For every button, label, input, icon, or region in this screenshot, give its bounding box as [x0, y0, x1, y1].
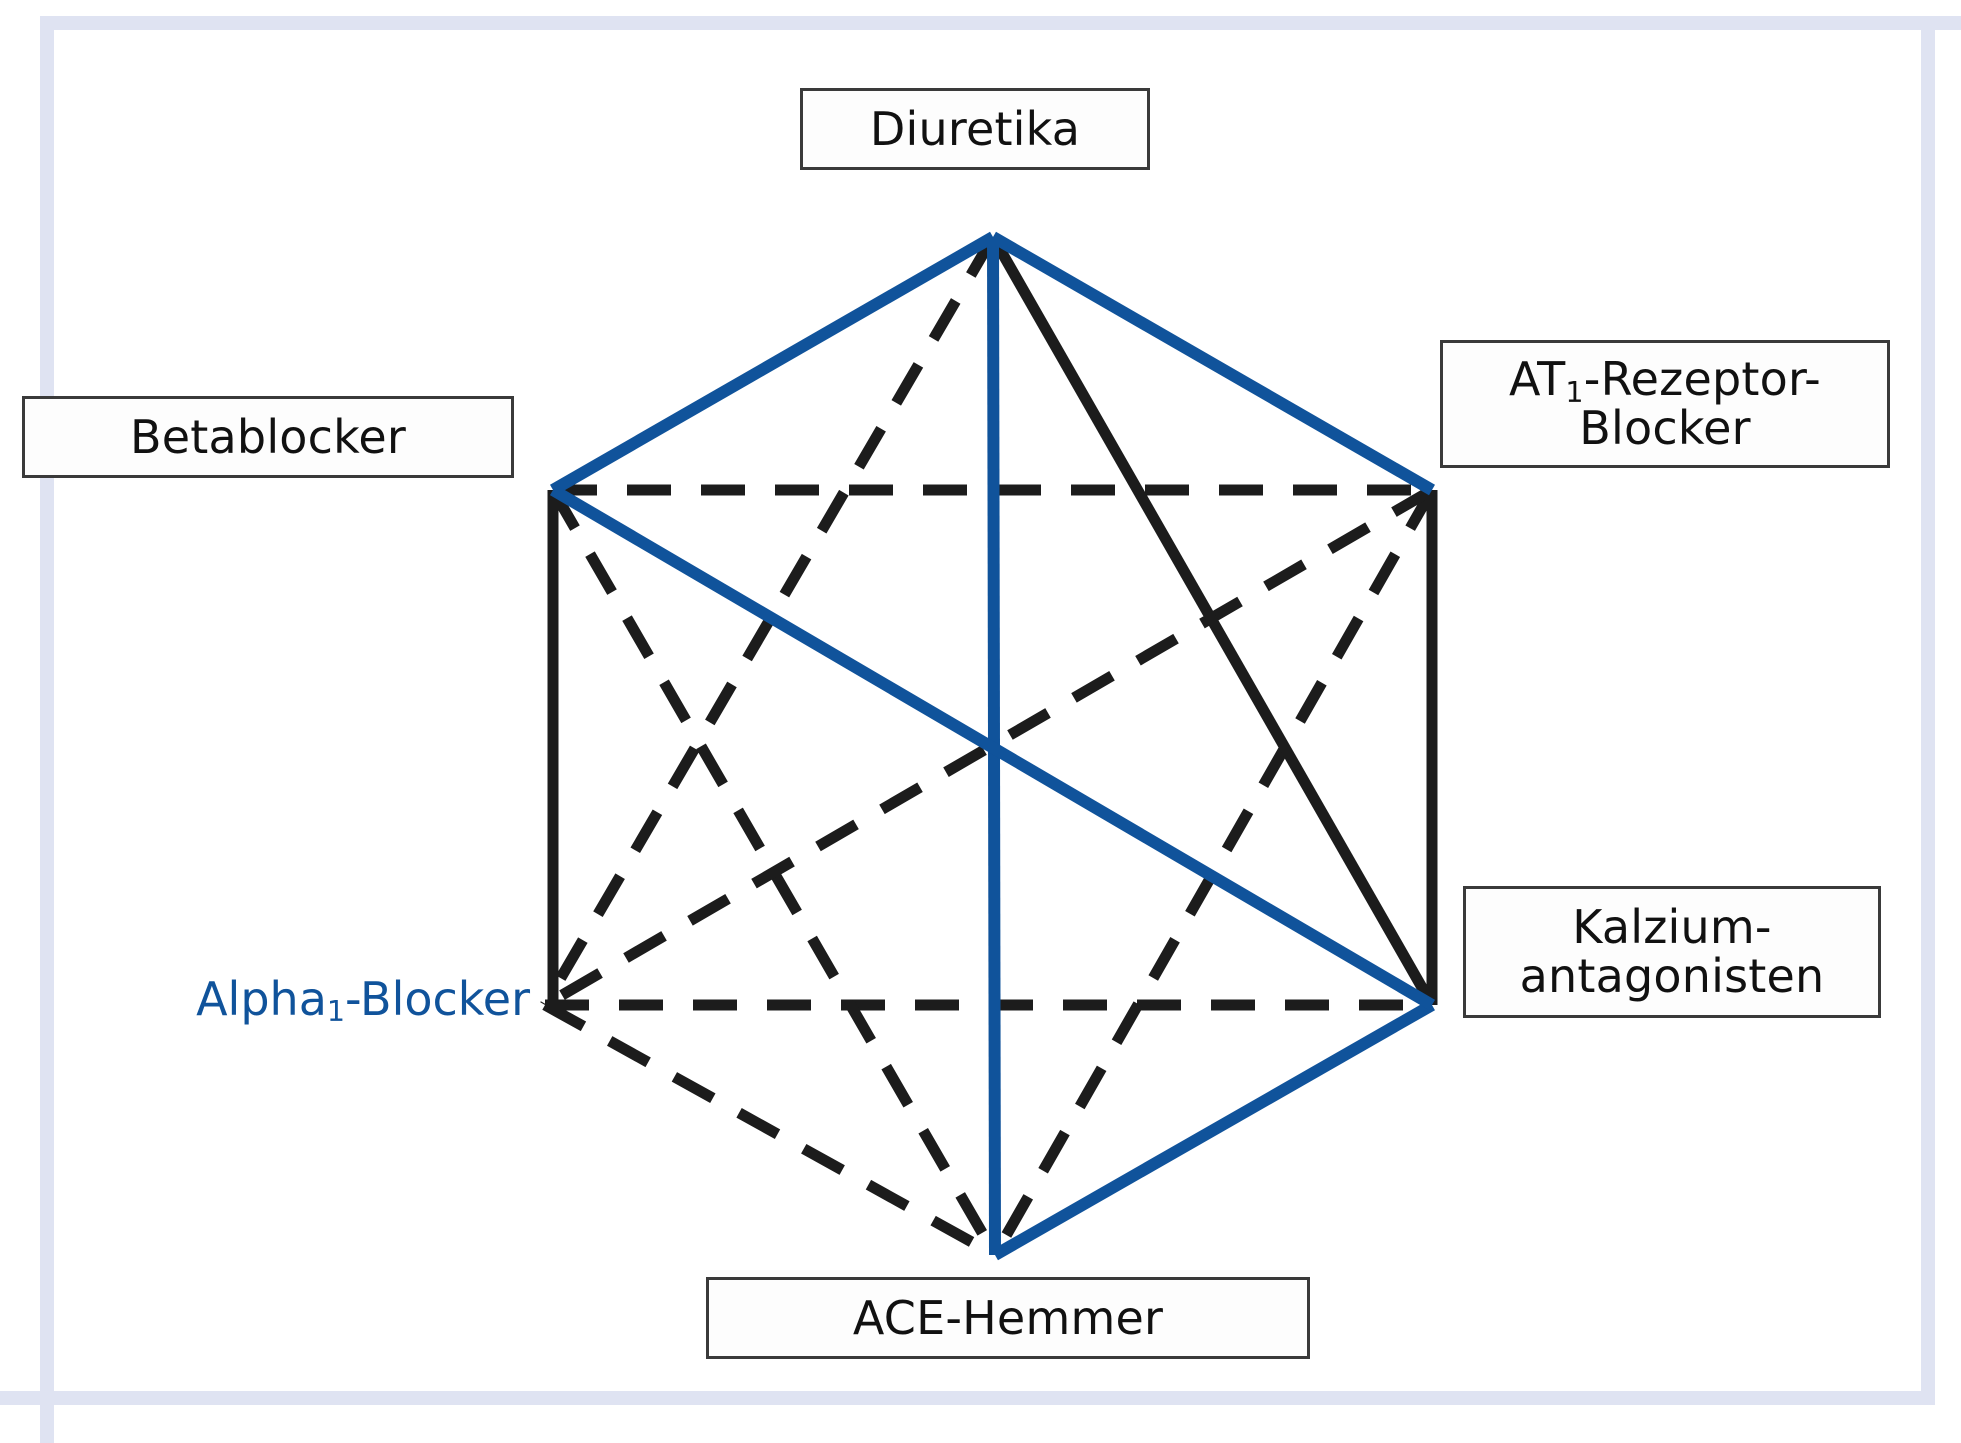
alpha1-prefix: Alpha	[196, 972, 327, 1026]
node-label-at1-text: AT1-Rezeptor-Blocker	[1509, 355, 1821, 453]
node-label-ace-text: ACE-Hemmer	[852, 1290, 1164, 1345]
alpha1-subscript: 1	[326, 995, 346, 1029]
kalzium-line2: antagonisten	[1519, 949, 1825, 1003]
node-label-kalzium-text: Kalzium-antagonisten	[1520, 903, 1825, 1001]
node-label-at1-rezeptor-blocker[interactable]: AT1-Rezeptor-Blocker	[1440, 340, 1890, 468]
edge-diuretika-at1	[990, 231, 1435, 496]
frame-border-right	[1921, 16, 1935, 1405]
at1-suffix: -Rezeptor-	[1583, 352, 1821, 407]
node-label-diuretika[interactable]: Diuretika	[800, 88, 1150, 170]
at1-prefix: AT	[1509, 352, 1566, 407]
frame-border-left	[40, 16, 54, 1443]
node-label-betablocker[interactable]: Betablocker	[22, 396, 514, 478]
kalzium-line1: Kalzium-	[1572, 900, 1772, 955]
edge-betablocker-diuretika	[550, 231, 996, 496]
edge-diuretika-kalzium	[988, 234, 1437, 1008]
node-label-ace-hemmer[interactable]: ACE-Hemmer	[706, 1277, 1310, 1359]
edge-at1-alpha1	[542, 485, 1435, 1010]
edge-kalzium-ace	[992, 999, 1435, 1261]
edge-betablocker-kalzium	[549, 484, 1436, 1011]
node-label-alpha1-blocker[interactable]: Alpha1-Blocker	[140, 972, 530, 1026]
node-label-kalziumantagonisten[interactable]: Kalzium-antagonisten	[1463, 886, 1881, 1018]
node-label-betablocker-text: Betablocker	[130, 409, 406, 464]
frame-border-top	[40, 16, 1961, 30]
alpha1-suffix: -Blocker	[345, 972, 530, 1026]
node-label-diuretika-text: Diuretika	[869, 101, 1081, 156]
frame-border-bottom	[0, 1391, 1935, 1405]
at1-subscript: 1	[1565, 375, 1584, 409]
edge-alpha1-ace	[542, 1000, 998, 1260]
at1-line2: Blocker	[1579, 401, 1751, 455]
